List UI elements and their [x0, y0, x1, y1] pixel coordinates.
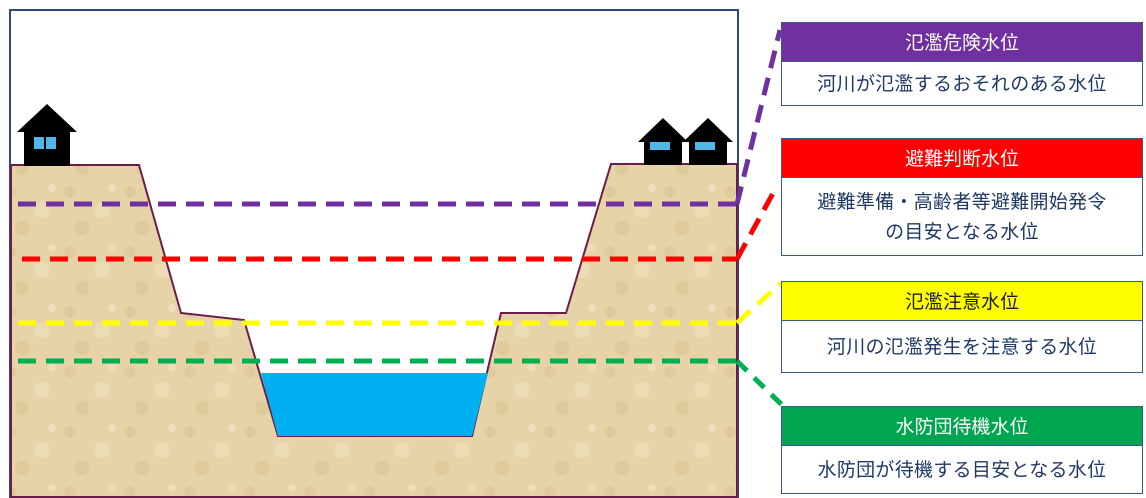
connector-standby — [735, 359, 784, 407]
level-description-caution: 河川の氾濫発生を注意する水位 — [781, 321, 1143, 373]
level-title-standby: 水防団待機水位 — [781, 406, 1143, 446]
level-card-standby: 水防団待機水位 水防団が待機する目安となる水位 — [781, 406, 1143, 494]
level-title-danger: 氾濫危険水位 — [781, 22, 1143, 62]
level-title-evacuation: 避難判断水位 — [781, 138, 1143, 178]
river-water — [261, 373, 488, 436]
level-card-evacuation: 避難判断水位 避難準備・高齢者等避難開始発令 の目安となる水位 — [781, 138, 1143, 256]
connector-evacuation — [734, 184, 780, 261]
level-card-danger: 氾濫危険水位 河川が氾濫するおそれのある水位 — [781, 22, 1143, 106]
connector-danger — [734, 29, 783, 205]
level-title-caution: 氾濫注意水位 — [781, 281, 1143, 321]
level-card-caution: 氾濫注意水位 河川の氾濫発生を注意する水位 — [781, 281, 1143, 373]
connector-caution — [735, 281, 783, 325]
level-description-evacuation: 避難準備・高齢者等避難開始発令 の目安となる水位 — [781, 178, 1143, 256]
ground-cross-section — [10, 163, 738, 498]
level-description-standby: 水防団が待機する目安となる水位 — [781, 446, 1143, 494]
house-icon — [683, 118, 733, 165]
level-description-danger: 河川が氾濫するおそれのある水位 — [781, 62, 1143, 106]
house-icon — [17, 104, 77, 166]
house-icon — [638, 118, 688, 165]
